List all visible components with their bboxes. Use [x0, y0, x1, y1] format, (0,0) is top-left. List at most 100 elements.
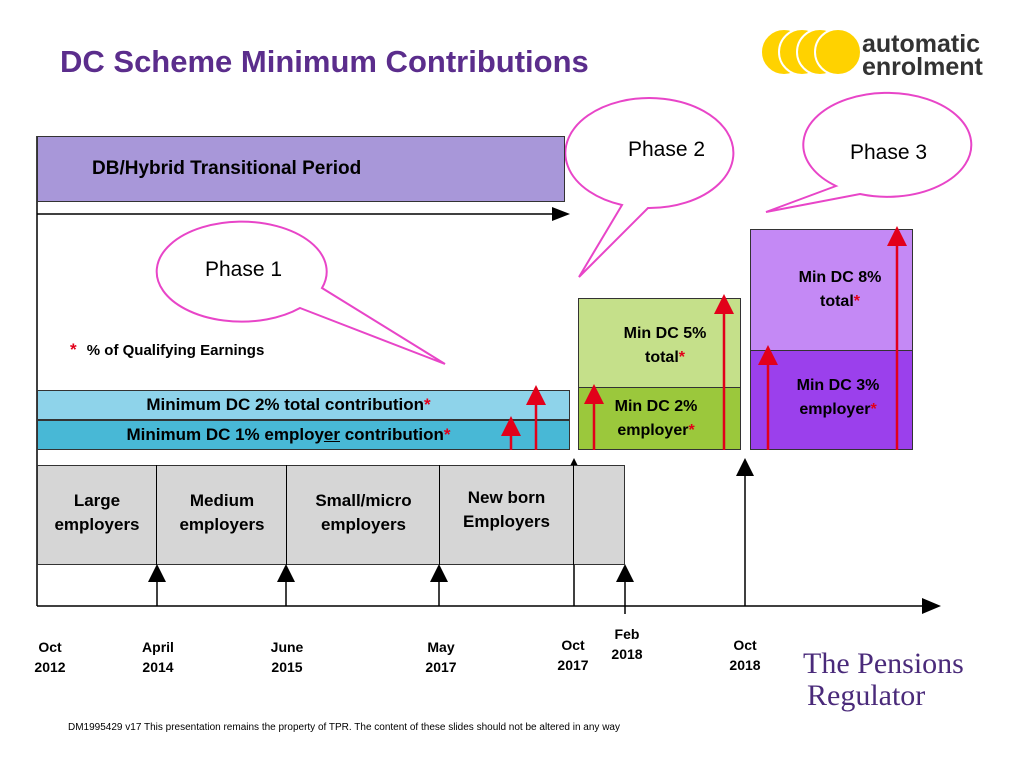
- phase2-total-label: Min DC 5% total*: [600, 322, 730, 370]
- phase3-employer-label: Min DC 3% employer*: [768, 374, 908, 422]
- phase2-employer-box: [578, 387, 741, 450]
- stage-divider: [286, 465, 287, 565]
- stage-line1: Medium: [189, 491, 255, 510]
- stage-line2: Employers: [463, 512, 550, 531]
- up-arrow-oct-2018: [736, 458, 754, 476]
- stage-line2: employers: [54, 515, 140, 534]
- date-april-2014: April 2014: [128, 637, 188, 677]
- transitional-label: DB/Hybrid Transitional Period: [92, 158, 362, 179]
- up-arrow-june-2015: [277, 564, 295, 582]
- phase3-employer-line2: employer*: [768, 398, 908, 422]
- date-month: Oct: [561, 637, 585, 653]
- phase2-employer-line1: Min DC 2%: [614, 398, 698, 415]
- phase3-total-star: *: [853, 293, 860, 310]
- phase3-employer-box: [750, 350, 913, 450]
- date-year: 2014: [142, 659, 174, 675]
- stage-new-born-employers: New born Employers: [440, 486, 573, 534]
- date-may-2017: May 2017: [411, 637, 471, 677]
- phase2-employer-label: Min DC 2% employer*: [586, 395, 726, 443]
- stage-line2: employers: [179, 515, 265, 534]
- phase1-bubble-label: Phase 1: [205, 258, 283, 281]
- date-year: 2017: [425, 659, 457, 675]
- phase3-box: Min DC 8% total* Min DC 3% employer*: [750, 229, 913, 450]
- stage-line1: Small/micro: [315, 491, 412, 510]
- date-oct-2018: Oct 2018: [715, 635, 775, 675]
- phase3-total-line2: total*: [775, 290, 905, 314]
- stage-large-employers: Large employers: [37, 489, 157, 537]
- phase1-employer-text-c: contribution: [340, 425, 444, 444]
- phase2-speech-bubble: [564, 97, 735, 278]
- phase3-bubble-label: Phase 3: [850, 141, 928, 164]
- date-year: 2012: [34, 659, 66, 675]
- employer-stages-band: [37, 465, 625, 565]
- date-year: 2015: [271, 659, 303, 675]
- up-arrow-feb-2018: [616, 564, 634, 582]
- stage-small-micro-employers: Small/micro employers: [287, 489, 440, 537]
- phase2-total-line2: total*: [600, 346, 730, 370]
- slide-title: DC Scheme Minimum Contributions: [60, 44, 589, 79]
- up-arrow-april-2014: [148, 564, 166, 582]
- phase1-total-label: Minimum DC 2% total contribution*: [146, 395, 430, 415]
- phase3-total-box: [750, 229, 913, 351]
- phase3-total-line1: Min DC 8%: [798, 269, 882, 286]
- stage-divider: [439, 465, 440, 565]
- phase1-employer-text-a: Minimum DC 1% employ: [126, 425, 324, 444]
- phase2-total-star: *: [678, 349, 685, 366]
- phase1-employer-star: *: [443, 425, 451, 444]
- transitional-arrowhead: [552, 207, 570, 221]
- date-oct-2017: Oct 2017: [543, 635, 603, 675]
- phase3-employer-star: *: [870, 401, 877, 418]
- phase3-speech-bubble: [765, 91, 973, 213]
- stage-line1: New born: [467, 488, 546, 507]
- pensions-regulator-logo: The Pensions Regulator: [803, 648, 964, 712]
- phase2-total-line1: Min DC 5%: [623, 325, 707, 342]
- phase1-employer-label: Minimum DC 1% employer contribution*: [127, 425, 451, 445]
- up-arrow-may-2017: [430, 564, 448, 582]
- footer-disclaimer: DM1995429 v17 This presentation remains …: [68, 722, 620, 733]
- phase3-employer-line1: Min DC 3%: [796, 377, 880, 394]
- tpr-line2: Regulator: [807, 679, 926, 712]
- date-oct-2012: Oct 2012: [20, 637, 80, 677]
- date-year: 2017: [557, 657, 589, 673]
- phase3-total-word: total: [819, 293, 854, 310]
- date-month: May: [427, 639, 455, 655]
- automatic-enrolment-logo: [760, 28, 980, 88]
- phase2-bubble-label: Phase 2: [628, 138, 706, 161]
- phase2-employer-line2: employer*: [586, 419, 726, 443]
- logo-circle-icon: [814, 28, 862, 76]
- stage-divider: [573, 465, 574, 565]
- phase1-total-bar: Minimum DC 2% total contribution*: [37, 390, 570, 420]
- logo-word-automatic: automatic: [862, 30, 981, 58]
- phase2-employer-star: *: [688, 422, 695, 439]
- date-year: 2018: [611, 646, 643, 662]
- date-feb-2018: Feb 2018: [597, 624, 657, 664]
- phase1-speech-bubble: [155, 220, 446, 365]
- phase2-employer-word: employer: [617, 422, 689, 439]
- automatic-enrolment-wordmark: automatic enrolment: [862, 30, 983, 81]
- date-year: 2018: [729, 657, 761, 673]
- timeline-arrowhead: [922, 598, 941, 614]
- phase3-total-label: Min DC 8% total*: [775, 266, 905, 314]
- tpr-line1: The Pensions: [803, 647, 964, 680]
- phase2-box: Min DC 5% total* Min DC 2% employer*: [578, 298, 741, 450]
- stage-medium-employers: Medium employers: [157, 489, 287, 537]
- phase2-total-word: total: [644, 349, 679, 366]
- phase3-employer-word: employer: [799, 401, 871, 418]
- phase1-employer-text-b: er: [323, 425, 340, 444]
- stage-divider: [156, 465, 157, 565]
- phase1-employer-bar: Minimum DC 1% employer contribution*: [37, 420, 570, 450]
- db-hybrid-transitional-bar: DB/Hybrid Transitional Period: [37, 136, 565, 202]
- phase2-total-box: [578, 298, 741, 388]
- date-month: Oct: [38, 639, 62, 655]
- logo-word-enrolment: enrolment: [862, 53, 983, 81]
- phase1-total-text: Minimum DC 2% total contribution: [146, 395, 425, 414]
- phase1-total-star: *: [424, 395, 431, 414]
- date-month: April: [142, 639, 174, 655]
- date-month: Oct: [733, 637, 757, 653]
- qualifying-earnings-note: * % of Qualifying Earnings: [70, 340, 264, 360]
- stage-line2: employers: [320, 515, 407, 534]
- note-text: % of Qualifying Earnings: [86, 342, 265, 359]
- date-month: Feb: [614, 626, 640, 642]
